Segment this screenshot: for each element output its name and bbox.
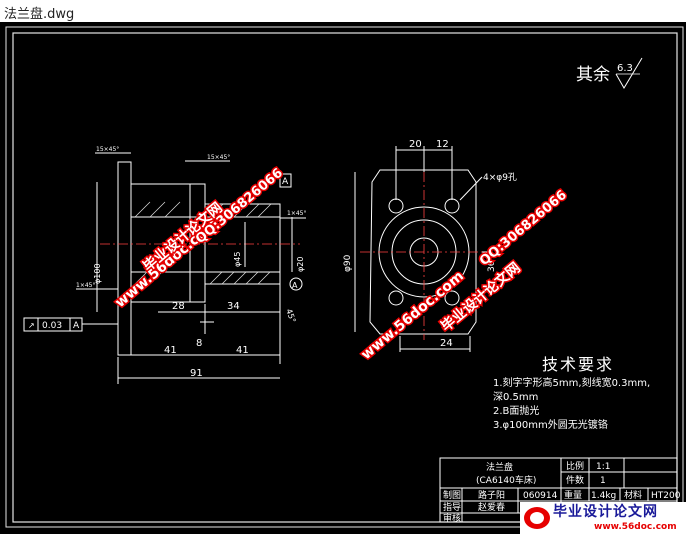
dim-chamfer1a: 1×45°	[287, 210, 306, 217]
dim-phi20: φ20	[296, 257, 305, 272]
roughness-symbol: 其余 6.3	[576, 57, 643, 89]
tb-drawn-no: 060914	[523, 491, 558, 501]
dim-91: 91	[190, 368, 203, 379]
roughness-label: 其余	[576, 65, 610, 85]
dim-holes: 4×φ9孔	[483, 172, 517, 183]
dim-24: 24	[440, 338, 453, 349]
tb-material-label: 材料	[624, 489, 642, 501]
dim-41b: 41	[236, 345, 249, 356]
tech-item-1: 1.刻字字形高5mm,刻线宽0.3mm,	[493, 376, 650, 389]
tb-review-label: 审核	[443, 512, 461, 524]
tb-subtitle: (CA6140车床)	[476, 474, 536, 486]
tech-item-4: 3.φ100mm外圆无光镀铬	[493, 418, 608, 431]
gdt-value: 0.03	[42, 321, 62, 331]
roughness-value: 6.3	[617, 63, 633, 74]
dim-28: 28	[172, 301, 185, 312]
tb-count-value: 1	[600, 476, 606, 486]
left-section-view	[23, 152, 306, 384]
dim-phi45: φ45	[233, 252, 242, 267]
datum-a-box: A	[282, 177, 289, 187]
tb-material-value: HT200	[651, 491, 681, 501]
dim-34: 34	[227, 301, 240, 312]
logo-cn: 毕业设计论文网	[553, 503, 658, 520]
dim-chamfer15a: 15×45°	[96, 146, 119, 153]
model-background	[0, 22, 686, 534]
tech-item-3: 2.B面抛光	[493, 404, 539, 417]
dim-12: 12	[436, 139, 449, 150]
tb-scale-value: 1:1	[596, 462, 610, 472]
window-title: 法兰盘.dwg	[4, 7, 75, 22]
tech-title: 技术要求	[542, 355, 614, 374]
tb-weight-value: 1.4kg	[591, 491, 616, 501]
logo-site: www.56doc.com	[594, 522, 677, 532]
dim-phi100: φ100	[93, 263, 102, 284]
tb-guide-label: 指导	[443, 501, 461, 513]
tech-requirements: 技术要求 1.刻字字形高5mm,刻线宽0.3mm, 深0.5mm 2.B面抛光 …	[493, 355, 650, 431]
dim-41a: 41	[164, 345, 177, 356]
svg-text:↗: ↗	[28, 321, 35, 330]
inner-frame	[12, 32, 678, 523]
tb-scale-label: 比例	[566, 460, 584, 472]
dim-chamfer15b: 15×45°	[207, 154, 230, 161]
dim-36: 36	[487, 260, 497, 272]
tb-drawn-label: 制图	[443, 489, 461, 501]
tb-weight-label: 重量	[564, 489, 582, 501]
dim-20: 20	[409, 139, 422, 150]
gdt-datum: A	[73, 321, 80, 331]
flange-outline	[369, 169, 477, 335]
tb-name: 法兰盘	[486, 461, 513, 473]
site-logo: 毕业设计论文网 www.56doc.com	[520, 502, 686, 534]
tb-guide-name: 赵爱春	[478, 501, 505, 513]
window-titlebar: 法兰盘.dwg	[0, 0, 686, 23]
tb-drawn-name: 路子阳	[478, 489, 505, 501]
tb-count-label: 件数	[566, 474, 584, 486]
drawing-canvas[interactable]: 其余 6.3	[0, 22, 686, 534]
dim-chamfer1b: 1×45°	[76, 282, 95, 289]
tech-item-2: 深0.5mm	[493, 391, 538, 403]
outer-frame	[5, 26, 684, 528]
cad-drawing: 其余 6.3	[0, 22, 686, 534]
dim-8: 8	[196, 338, 202, 349]
right-front-view	[354, 146, 492, 352]
datum-a-circle: A	[292, 281, 298, 290]
dim-phi90: φ90	[343, 254, 353, 272]
